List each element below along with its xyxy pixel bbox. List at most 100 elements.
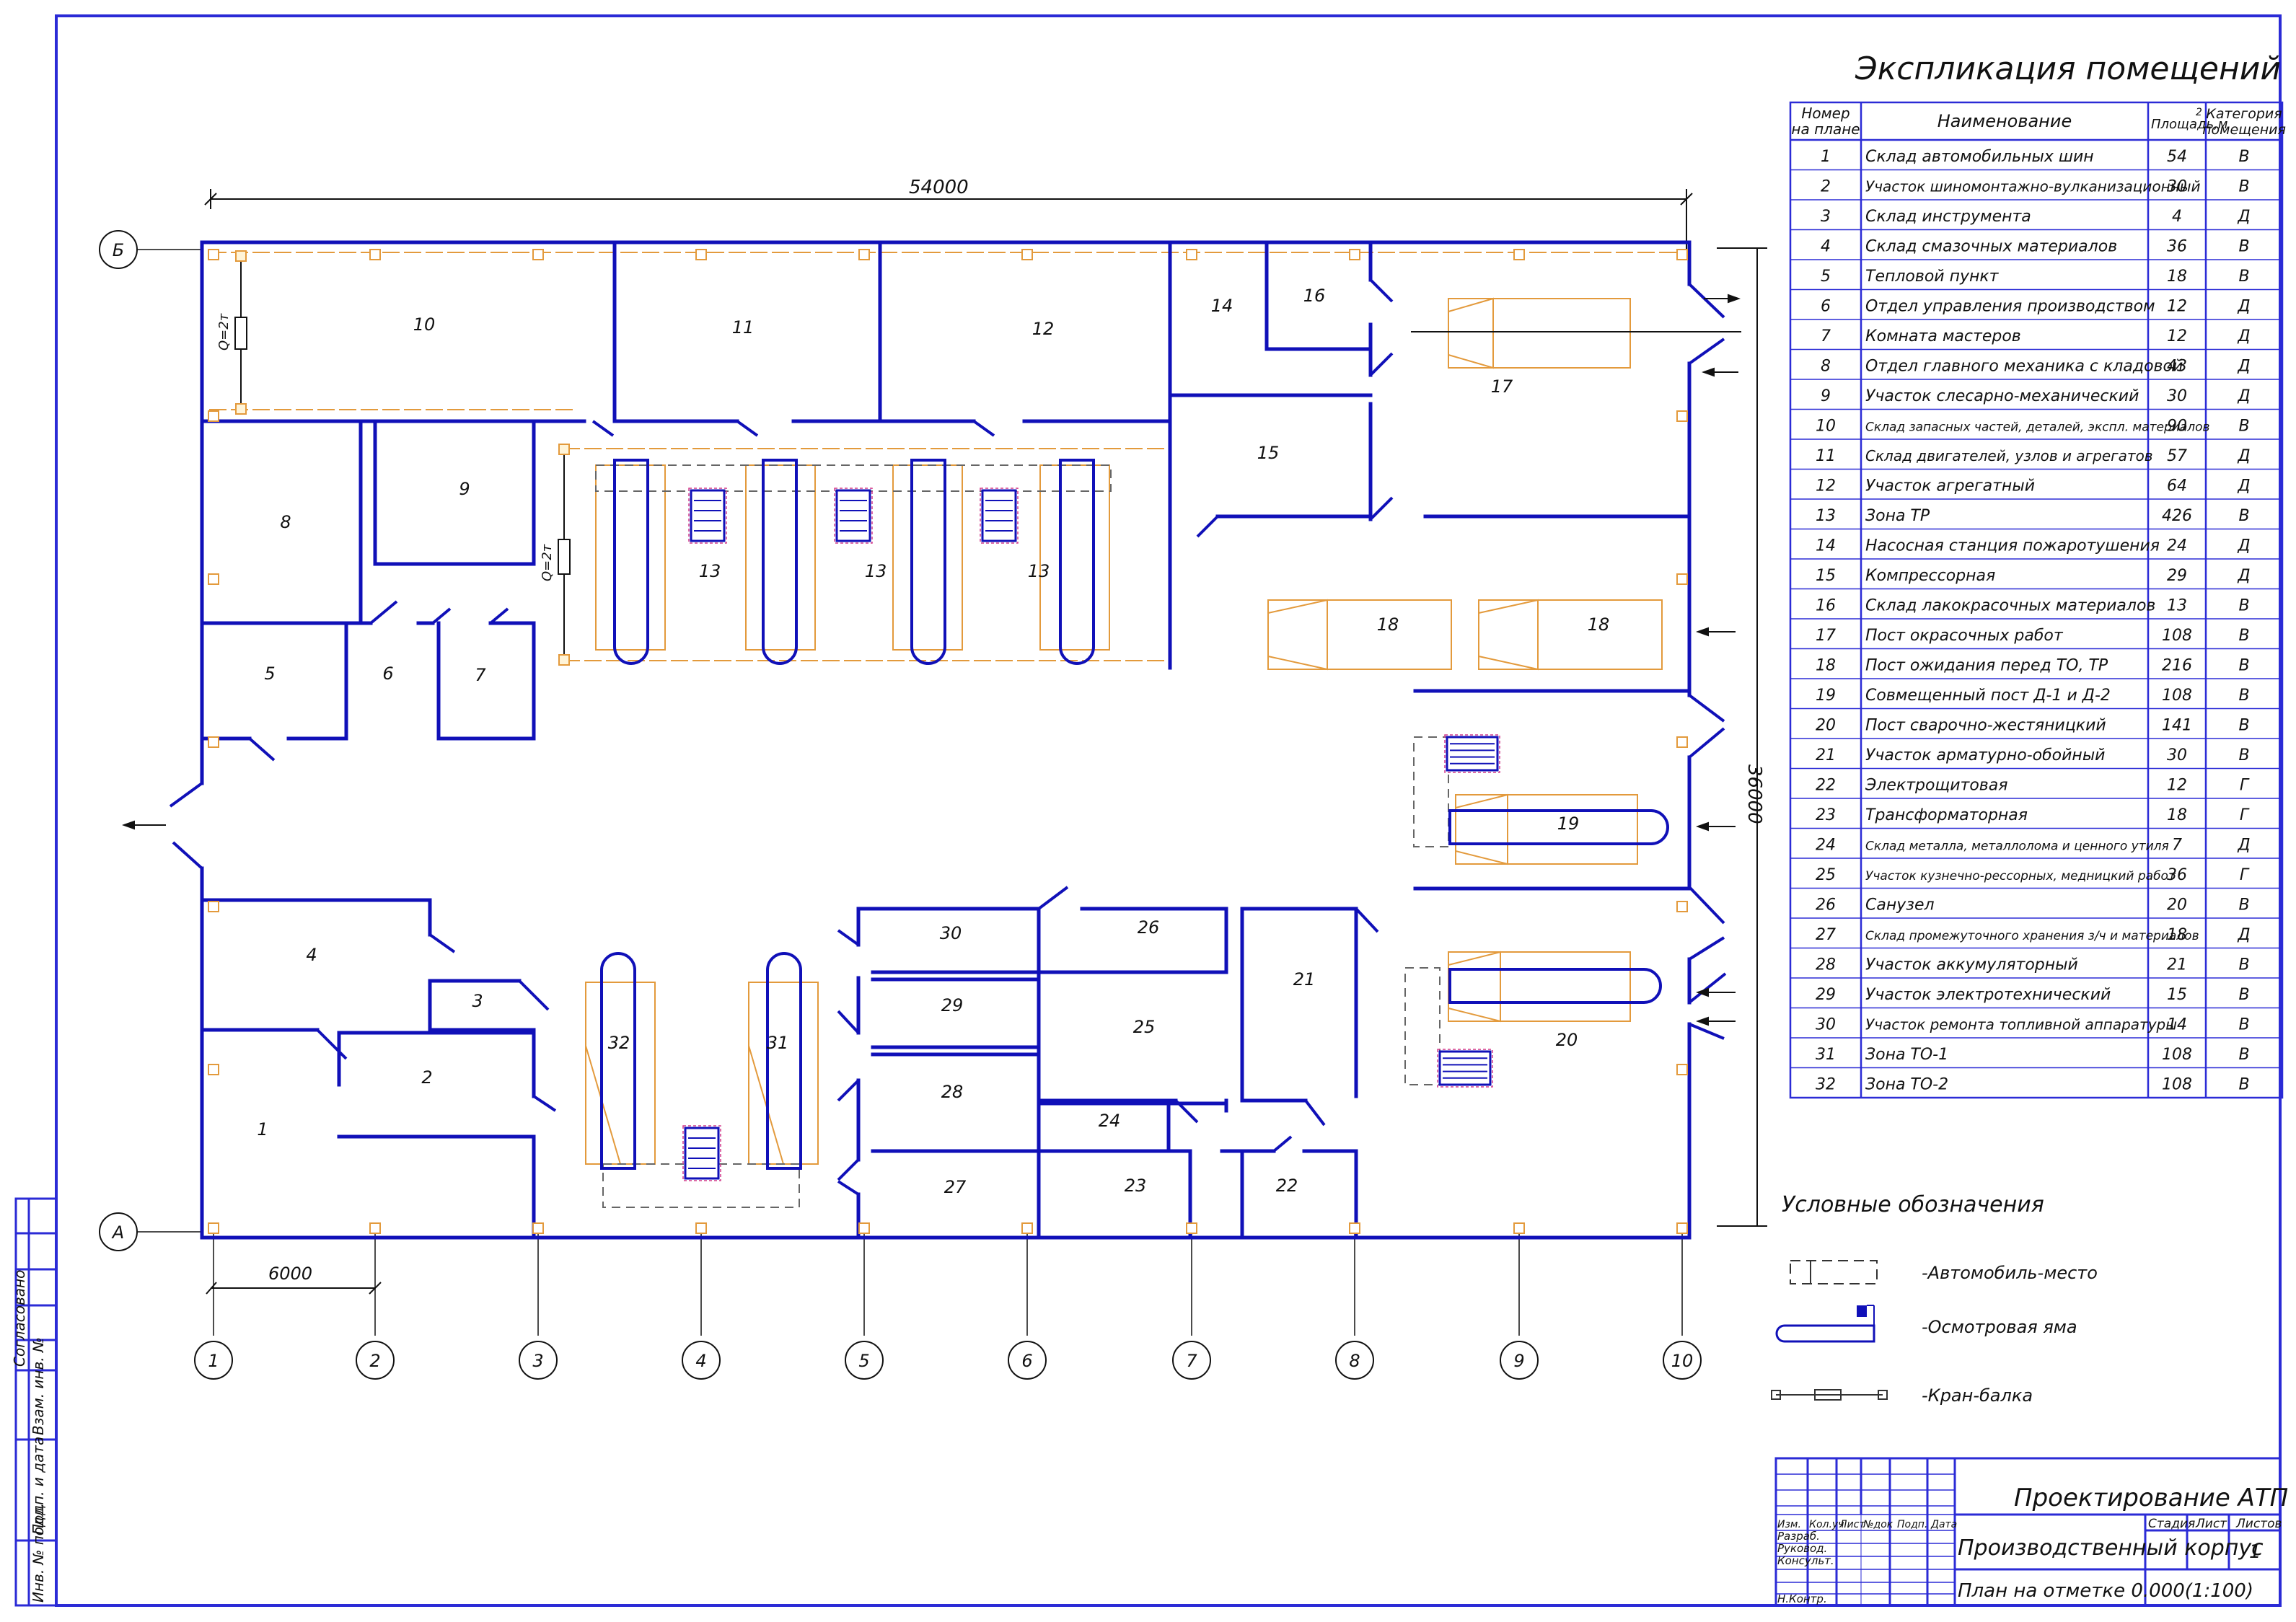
cell-area: 108 (2162, 1046, 2192, 1064)
cell-area: 12 (2167, 777, 2187, 795)
room-number: 17 (1491, 376, 1513, 397)
room-number: 18 (1377, 614, 1399, 635)
header-area-sup: 2 (2196, 107, 2202, 118)
col-axis-label: 1 (208, 1351, 219, 1371)
cell-category: В (2238, 717, 2249, 735)
cell-category: В (2238, 418, 2249, 436)
dimension-depth-label: 36000 (1743, 764, 1765, 824)
room-number: 13 (865, 561, 887, 581)
tb-col-izm: Изм. (1777, 1519, 1801, 1530)
cell-area: 216 (2162, 657, 2192, 675)
cell-name: Участок аккумуляторный (1865, 956, 2078, 974)
cell-area: 7 (2172, 837, 2182, 855)
cell-name: Комната мастеров (1865, 327, 2021, 345)
room-number: 2 (421, 1067, 432, 1088)
row-axis-label: Б (113, 240, 124, 260)
cell-category: В (2238, 1076, 2249, 1094)
room-number: 12 (1032, 319, 1055, 339)
cell-name: Трансформаторная (1865, 806, 2028, 824)
cell-name: Пост окрасочных работ (1865, 627, 2064, 645)
tb-col-list: Лист (1839, 1519, 1865, 1530)
col-axis-bubble (1335, 1341, 1374, 1380)
cell-name: Тепловой пункт (1865, 268, 2000, 286)
cell-area: 64 (2167, 477, 2187, 495)
cell-name: Участок ремонта топливной аппаратуры (1865, 1016, 2177, 1033)
cell-area: 12 (2167, 298, 2187, 316)
cell-category: В (2238, 238, 2249, 256)
cell-area: 141 (2162, 717, 2192, 735)
cell-category: В (2238, 597, 2249, 615)
cell-number: 25 (1816, 866, 1836, 884)
car-place-details (585, 297, 1539, 1165)
room-number: 1 (257, 1119, 268, 1140)
cell-number: 13 (1816, 507, 1836, 525)
room-number: 25 (1133, 1017, 1156, 1037)
cell-number: 8 (1821, 358, 1831, 376)
cell-name: Санузел (1865, 896, 1935, 914)
cell-category: В (2238, 657, 2249, 675)
cell-name: Склад двигателей, узлов и агрегатов (1865, 447, 2153, 464)
col-axis-label: 4 (695, 1351, 706, 1371)
legend-title: Условные обозначения (1782, 1192, 2044, 1217)
room-number: 28 (941, 1082, 964, 1102)
title-sheet: План на отметке 0.000(1:100) (1958, 1580, 2253, 1602)
side-stamp-sign-date: Подп. и дата (30, 1437, 47, 1535)
cell-name: Склад лакокрасочных материалов (1865, 597, 2155, 615)
tb-col-doc: №док (1862, 1519, 1893, 1530)
col-axis-bubble (1008, 1341, 1047, 1380)
cell-category: Д (2237, 298, 2250, 316)
cell-category: В (2238, 627, 2249, 645)
cell-category: Д (2237, 358, 2250, 376)
tb-role-consultant: Консульт. (1777, 1554, 1834, 1567)
cell-name: Пост сварочно-жестяницкий (1865, 717, 2106, 735)
cell-area: 4 (2172, 208, 2182, 226)
room-number: 32 (608, 1033, 630, 1053)
cell-number: 17 (1816, 627, 1836, 645)
cell-number: 14 (1816, 537, 1836, 555)
cell-number: 5 (1821, 268, 1831, 286)
header-area: Площадь,м (2151, 117, 2227, 132)
row-axis-bubble (99, 1212, 138, 1251)
sheet-frame (55, 14, 2282, 1607)
cell-area: 12 (2167, 327, 2187, 345)
cell-number: 30 (1816, 1016, 1836, 1034)
cell-area: 54 (2167, 148, 2187, 166)
cell-number: 27 (1816, 926, 1836, 944)
cell-number: 2 (1821, 178, 1831, 196)
cell-area: 29 (2167, 567, 2187, 585)
cell-area: 13 (2167, 597, 2187, 615)
room-number: 8 (280, 512, 291, 532)
title-sheets-label: Листов (2235, 1517, 2282, 1531)
cell-number: 20 (1816, 717, 1836, 735)
room-number: 7 (475, 665, 486, 685)
row-axis-label: А (111, 1222, 124, 1243)
col-axis-bubble (1172, 1341, 1211, 1380)
cell-number: 23 (1816, 806, 1836, 824)
cell-name: Совмещенный пост Д-1 и Д-2 (1865, 687, 2111, 705)
columns (208, 249, 1688, 1234)
cell-number: 18 (1816, 657, 1836, 675)
cell-category: В (2238, 1016, 2249, 1034)
col-axis-label: 9 (1513, 1351, 1524, 1371)
col-axis-label: 2 (369, 1351, 380, 1371)
cell-number: 29 (1816, 986, 1836, 1004)
cell-category: В (2238, 178, 2249, 196)
room-number: 22 (1276, 1176, 1298, 1196)
room-number: 15 (1257, 443, 1280, 463)
cell-category: В (2238, 687, 2249, 705)
cell-name: Участок кузнечно-рессорных, медницкий ра… (1865, 869, 2176, 883)
cell-category: В (2238, 507, 2249, 525)
explication-title: Экспликация помещений (1855, 50, 2281, 87)
dimension-bay-label: 6000 (268, 1264, 312, 1284)
cell-area: 36 (2167, 238, 2187, 256)
cell-number: 16 (1816, 597, 1836, 615)
cell-category: Д (2237, 537, 2250, 555)
cell-category: Д (2237, 926, 2250, 944)
side-stamp (14, 1197, 58, 1607)
col-axis-label: 8 (1349, 1351, 1360, 1371)
cell-number: 10 (1816, 418, 1836, 436)
cell-number: 19 (1816, 687, 1836, 705)
col-axis-bubble (356, 1341, 395, 1380)
lift-ramps (682, 488, 1500, 1181)
